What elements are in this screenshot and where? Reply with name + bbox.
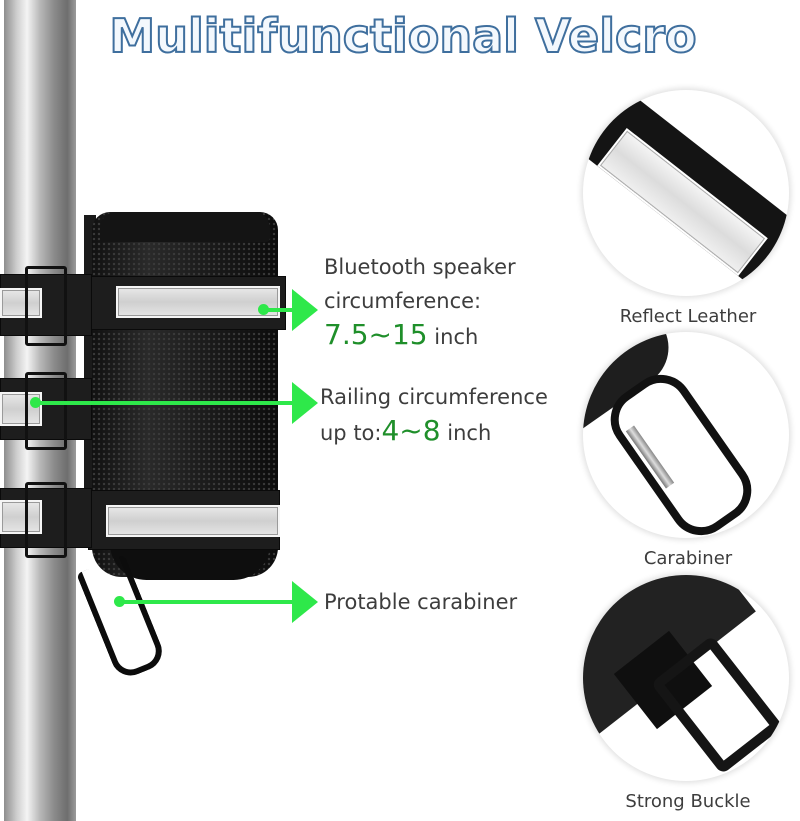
callout-line <box>36 401 294 405</box>
reflective-stripe <box>116 286 280 318</box>
unit-text: inch <box>440 421 492 445</box>
page-title: Mulitifunctional Velcro <box>108 8 697 64</box>
callout-dot <box>30 397 41 408</box>
arrow-right-icon <box>292 289 318 331</box>
reflective-stripe <box>106 505 280 537</box>
feature-carabiner: Carabiner <box>583 332 793 569</box>
feature-label: Reflect Leather <box>619 306 757 327</box>
callout-label: Protable carabiner <box>324 585 517 619</box>
feature-reflect-leather: Reflect Leather <box>583 90 793 327</box>
callout-text: Protable carabiner <box>324 590 518 614</box>
callout-dot <box>258 304 269 315</box>
reflective-stripe <box>0 500 42 534</box>
strap-buckle <box>25 482 67 558</box>
unit-text: inch <box>427 325 479 349</box>
reflective-strap-image <box>583 90 789 296</box>
reflective-stripe <box>0 288 42 318</box>
arrow-right-icon <box>292 581 318 623</box>
value-highlight: 7.5~15 <box>324 318 428 351</box>
buckle-image <box>583 575 789 781</box>
callout-label: Bluetooth speaker circumference: 7.5~15 … <box>324 250 516 354</box>
callout-dot <box>114 596 125 607</box>
speaker-top <box>100 212 270 242</box>
callout-text: circumference: <box>324 289 482 313</box>
feature-label: Strong Buckle <box>625 791 751 812</box>
callout-text: up to: <box>320 421 382 445</box>
callout-text: Railing circumference <box>320 385 548 409</box>
strap-buckle <box>25 266 67 346</box>
feature-label: Carabiner <box>643 548 733 569</box>
carabiner-image <box>583 332 789 538</box>
callout-text: Bluetooth speaker <box>324 255 516 279</box>
strap-buckle <box>25 372 67 450</box>
callout-label: Railing circumference up to:4~8 inch <box>320 380 548 450</box>
callout-line <box>120 600 294 604</box>
feature-strong-buckle: Strong Buckle <box>583 575 793 812</box>
arrow-right-icon <box>292 382 318 424</box>
value-highlight: 4~8 <box>381 414 441 447</box>
callout-line <box>264 308 294 312</box>
